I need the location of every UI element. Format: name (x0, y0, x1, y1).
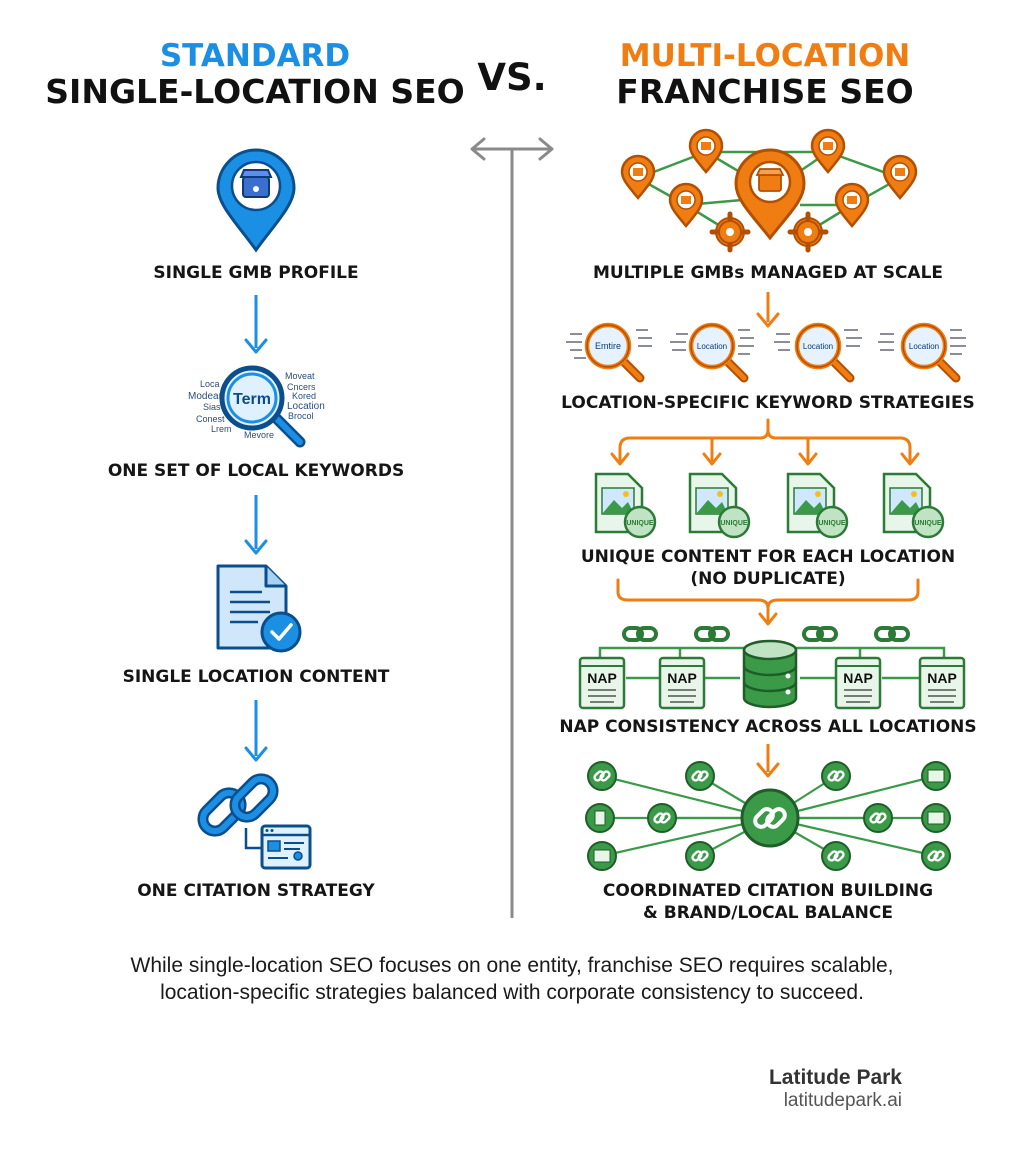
right-step-1-label: MULTIPLE GMBs MANAGED AT SCALE (592, 263, 944, 283)
svg-text:Kored: Kored (292, 391, 316, 401)
svg-text:UNIQUE: UNIQUE (914, 520, 942, 527)
svg-text:Location: Location (697, 342, 727, 351)
svg-text:Location: Location (287, 401, 325, 412)
left-title-top: STANDARD (159, 38, 351, 74)
left-arrow-3 (244, 700, 268, 762)
right-step-3-label: UNIQUE CONTENT FOR EACH LOCATION (580, 547, 956, 567)
multi-pin-network-icon (620, 128, 918, 253)
svg-text:UNIQUE: UNIQUE (720, 520, 748, 527)
image-document-icon: UNIQUE (594, 472, 657, 539)
svg-text:Conest: Conest (196, 414, 225, 424)
merge-arrows (616, 578, 920, 626)
right-arrow-1 (756, 292, 780, 328)
svg-text:NAP: NAP (587, 670, 617, 686)
image-document-icon: UNIQUE (882, 472, 945, 539)
image-document-icon: UNIQUE (786, 472, 849, 539)
svg-text:Location: Location (909, 342, 939, 351)
right-step-2-label: LOCATION-SPECIFIC KEYWORD STRATEGIES (561, 393, 975, 413)
svg-text:Location: Location (803, 342, 833, 351)
left-step-2-label: ONE SET OF LOCAL KEYWORDS (107, 461, 405, 481)
right-step-4-label: NAP CONSISTENCY ACROSS ALL LOCATIONS (559, 717, 977, 737)
branch-arrows (610, 418, 920, 466)
image-document-icon: UNIQUE (688, 472, 751, 539)
nap-card-icon: NAP (658, 656, 706, 710)
vs-label: VS. (477, 56, 547, 99)
map-pin-icon (216, 148, 296, 253)
database-icon (742, 639, 798, 709)
unique-content-docs: UNIQUE UNIQUE UNIQUE UNIQUE (594, 472, 945, 539)
svg-text:UNIQUE: UNIQUE (818, 520, 846, 527)
left-step-3-label: SINGLE LOCATION CONTENT (122, 667, 390, 687)
nap-card-icon: NAP (578, 656, 626, 710)
summary-line-1: While single-location SEO focuses on one… (130, 954, 894, 977)
magnifier-icon: Location (794, 322, 855, 383)
left-step-1-label: SINGLE GMB PROFILE (153, 263, 359, 283)
magnifier-icon: Location (688, 322, 749, 383)
right-step-5-sublabel: & BRAND/LOCAL BALANCE (643, 903, 893, 923)
right-title-bottom: FRANCHISE SEO (616, 72, 914, 111)
document-check-icon (216, 564, 302, 653)
summary-text: While single-location SEO focuses on one… (40, 952, 984, 1006)
left-step-4-label: ONE CITATION STRATEGY (137, 881, 375, 901)
svg-text:Loca: Loca (200, 379, 220, 389)
left-arrow-2 (244, 495, 268, 555)
citation-hub-network (585, 761, 951, 871)
svg-text:Cncers: Cncers (287, 382, 316, 392)
location-keyword-magnifiers: Emtire Location Location Location (566, 322, 966, 383)
nap-card-icon: NAP (834, 656, 882, 710)
svg-text:Mevore: Mevore (244, 430, 274, 440)
chain-citation-icon (197, 773, 312, 870)
svg-text:NAP: NAP (843, 670, 873, 686)
magnifier-icon: Location (900, 322, 961, 383)
keyword-cloud: Loca Modean Sias Conest Lrem Moveat Cnce… (188, 371, 325, 440)
svg-text:Brocol: Brocol (288, 411, 314, 421)
brand-name: Latitude Park (768, 1066, 902, 1089)
brand-url: latitudepark.ai (783, 1090, 902, 1111)
svg-text:Moveat: Moveat (285, 371, 315, 381)
svg-text:Modean: Modean (188, 391, 224, 402)
divider (470, 137, 554, 918)
nap-network: NAP NAP NAP NAP (578, 626, 966, 710)
svg-text:NAP: NAP (667, 670, 697, 686)
left-title-bottom: SINGLE-LOCATION SEO (45, 72, 465, 111)
svg-text:Term: Term (233, 391, 271, 408)
magnifier-icon: Emtire (584, 322, 645, 383)
right-step-3-sublabel: (NO DUPLICATE) (690, 569, 846, 589)
summary-line-2: location-specific strategies balanced wi… (160, 981, 864, 1004)
nap-card-icon: NAP (918, 656, 966, 710)
right-step-5-label: COORDINATED CITATION BUILDING (602, 881, 934, 901)
right-title-top: MULTI-LOCATION (619, 38, 911, 74)
keyword-magnifier-icon: Term (219, 365, 306, 448)
svg-text:Sias: Sias (203, 402, 221, 412)
svg-text:Lrem: Lrem (211, 424, 232, 434)
svg-text:Emtire: Emtire (595, 341, 621, 351)
right-arrow-4 (756, 744, 780, 778)
svg-text:NAP: NAP (927, 670, 957, 686)
left-arrow-1 (244, 295, 268, 354)
svg-text:UNIQUE: UNIQUE (626, 520, 654, 527)
